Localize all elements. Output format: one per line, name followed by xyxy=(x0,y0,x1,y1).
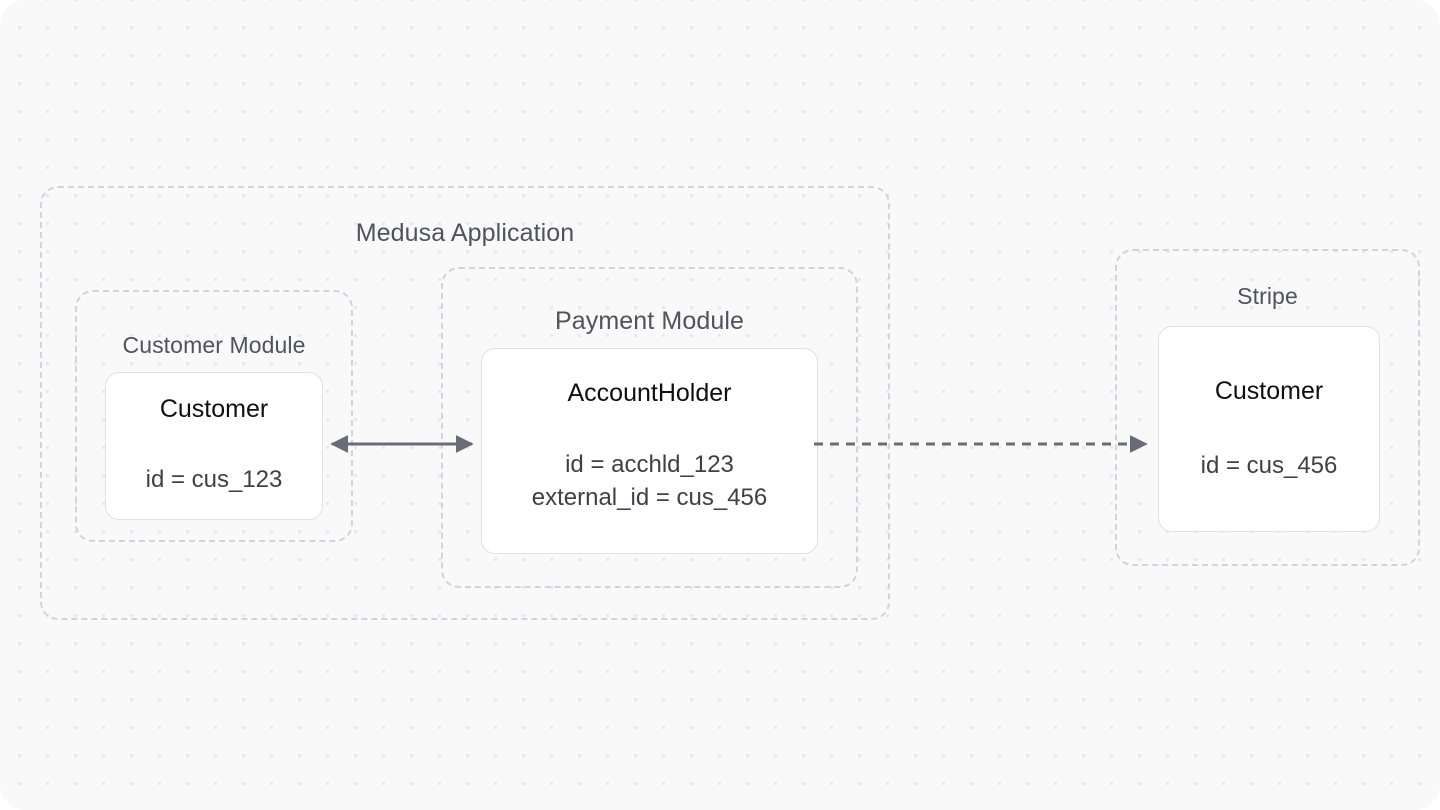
card-attributes-customer-medusa: id = cus_123 xyxy=(146,468,283,492)
connector-accountholder-stripe xyxy=(814,435,1148,453)
card-title-accountholder: AccountHolder xyxy=(567,379,732,407)
group-label-payment-module: Payment Module xyxy=(555,307,744,335)
card-customer-stripe[interactable]: Customer id = cus_456 xyxy=(1158,326,1380,532)
card-title-customer-medusa: Customer xyxy=(159,395,269,423)
group-medusa-application: Medusa Application xyxy=(40,186,890,620)
card-attributes-accountholder: id = acchld_123 external_id = cus_456 xyxy=(532,453,768,510)
card-attr-id: id = acchld_123 xyxy=(565,451,734,478)
card-attr-id: id = cus_123 xyxy=(145,466,283,493)
card-attr-id: id = cus_456 xyxy=(1200,452,1338,479)
card-attributes-customer-stripe: id = cus_456 xyxy=(1201,454,1338,478)
card-attr-external-id: external_id = cus_456 xyxy=(531,484,768,511)
card-title-customer-stripe: Customer xyxy=(1214,377,1324,405)
group-stripe: Stripe xyxy=(1115,249,1420,566)
group-label-stripe: Stripe xyxy=(1237,283,1298,309)
connector-customer-accountholder xyxy=(330,435,474,453)
group-payment-module: Payment Module xyxy=(441,267,858,588)
card-accountholder[interactable]: AccountHolder id = acchld_123 external_i… xyxy=(481,348,818,554)
group-label-medusa-application: Medusa Application xyxy=(355,219,575,247)
card-customer-medusa[interactable]: Customer id = cus_123 xyxy=(105,372,323,520)
group-label-customer-module: Customer Module xyxy=(122,332,306,358)
group-customer-module: Customer Module xyxy=(75,290,353,542)
